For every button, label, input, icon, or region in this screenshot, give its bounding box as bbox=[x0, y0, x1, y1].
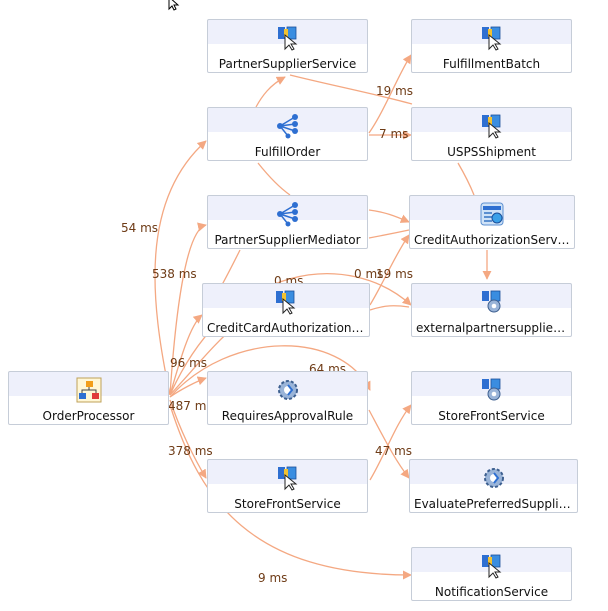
service-icon bbox=[277, 26, 297, 51]
edge-usps-to-creditauth bbox=[457, 162, 475, 196]
node-store-front-service-right[interactable]: StoreFrontService bbox=[411, 371, 572, 425]
edge-creditcard-to-creditauth bbox=[369, 234, 410, 306]
node-label: USPSShipment bbox=[447, 145, 536, 159]
edge-order-to-creditcard bbox=[169, 314, 203, 396]
external-service-icon bbox=[481, 378, 500, 401]
edge-label-0ms-b: 0 ms bbox=[354, 267, 383, 281]
node-credit-authorization-service[interactable]: CreditAuthorizationServi... bbox=[409, 195, 575, 249]
service-icon bbox=[481, 554, 501, 579]
service-icon bbox=[277, 466, 297, 491]
node-credit-card-authorization[interactable]: CreditCardAuthorizationS... bbox=[202, 283, 370, 337]
edge-storefront-to-storefront-right bbox=[369, 404, 412, 481]
edge-mediator-to-creditauth bbox=[368, 209, 410, 223]
node-label: EvaluatePreferredSupplie... bbox=[414, 497, 573, 511]
node-partner-supplier-service[interactable]: PartnerSupplierService bbox=[207, 19, 368, 73]
mediator-icon bbox=[276, 114, 298, 139]
edge-label-96ms: 96 ms bbox=[170, 356, 207, 370]
node-label: CreditCardAuthorizationS... bbox=[207, 321, 365, 335]
node-label: NotificationService bbox=[434, 585, 549, 599]
edge-order-to-external bbox=[169, 273, 412, 396]
mouse-cursor-icon bbox=[168, 0, 180, 11]
node-order-processor[interactable]: OrderProcessor bbox=[8, 371, 169, 425]
service-icon bbox=[481, 26, 501, 51]
service-icon bbox=[276, 290, 296, 315]
edge-label-9ms: 9 ms bbox=[258, 571, 287, 585]
edge-order-to-mediator bbox=[169, 222, 207, 396]
node-evaluate-preferred-supplier[interactable]: EvaluatePreferredSupplie... bbox=[409, 459, 578, 513]
edge-rule-to-evaluate bbox=[368, 409, 410, 479]
edge-order-to-notification bbox=[169, 404, 412, 580]
node-label: CreditAuthorizationServi... bbox=[414, 233, 570, 247]
node-label: OrderProcessor bbox=[42, 409, 135, 423]
web-service-icon bbox=[480, 202, 504, 226]
edge-label-7ms: 7 ms bbox=[379, 127, 408, 141]
node-label: FulfillOrder bbox=[254, 145, 321, 159]
node-label: RequiresApprovalRule bbox=[221, 409, 354, 423]
node-external-partner-supplier[interactable]: externalpartnersupplier_... bbox=[411, 283, 572, 337]
edge-label-378ms: 378 ms bbox=[168, 444, 213, 458]
edge-label-19ms: 19 ms bbox=[376, 84, 413, 98]
node-store-front-service[interactable]: StoreFrontService bbox=[207, 459, 368, 513]
mediator-icon bbox=[276, 202, 298, 227]
node-partner-supplier-mediator[interactable]: PartnerSupplierMediator bbox=[207, 195, 368, 249]
edge-fulfill-to-fulfillmentbatch bbox=[368, 54, 412, 134]
edge-label-538ms: 538 ms bbox=[152, 267, 197, 281]
node-label: PartnerSupplierService bbox=[218, 57, 357, 71]
external-service-icon bbox=[481, 290, 500, 313]
node-label: StoreFrontService bbox=[234, 497, 341, 511]
edge-label-54ms: 54 ms bbox=[121, 221, 158, 235]
edge-label-47ms: 47 ms bbox=[375, 444, 412, 458]
edge-creditcard-to-external bbox=[369, 305, 410, 311]
node-usps-shipment[interactable]: USPSShipment bbox=[411, 107, 572, 161]
edge-fulfill-to-mediator bbox=[257, 162, 291, 196]
node-label: FulfillmentBatch bbox=[442, 57, 541, 71]
node-label: PartnerSupplierMediator bbox=[214, 233, 361, 247]
edge-fulfill-to-partner bbox=[255, 76, 286, 108]
node-fulfill-order[interactable]: FulfillOrder bbox=[207, 107, 368, 161]
service-icon bbox=[481, 114, 501, 139]
node-requires-approval-rule[interactable]: RequiresApprovalRule bbox=[207, 371, 368, 425]
edge-order-to-rule bbox=[169, 376, 207, 398]
edge-order-to-evaluate bbox=[169, 345, 371, 398]
edge-order-to-storefront bbox=[169, 399, 207, 479]
edge-label-19ms-b: 19 ms bbox=[376, 267, 413, 281]
node-notification-service[interactable]: NotificationService bbox=[411, 547, 572, 601]
rule-icon bbox=[277, 380, 298, 400]
rule-icon bbox=[483, 468, 504, 488]
node-label: externalpartnersupplier_... bbox=[416, 321, 567, 335]
edge-label-487ms: 487 ms bbox=[168, 399, 213, 413]
edge-mediator-to-creditauth-2 bbox=[368, 229, 410, 239]
edge-partner-to-usps bbox=[289, 74, 413, 105]
node-label: StoreFrontService bbox=[438, 409, 545, 423]
node-fulfillment-batch[interactable]: FulfillmentBatch bbox=[411, 19, 572, 73]
composite-icon bbox=[76, 377, 101, 403]
edge-order-to-fulfillorder bbox=[154, 140, 207, 396]
